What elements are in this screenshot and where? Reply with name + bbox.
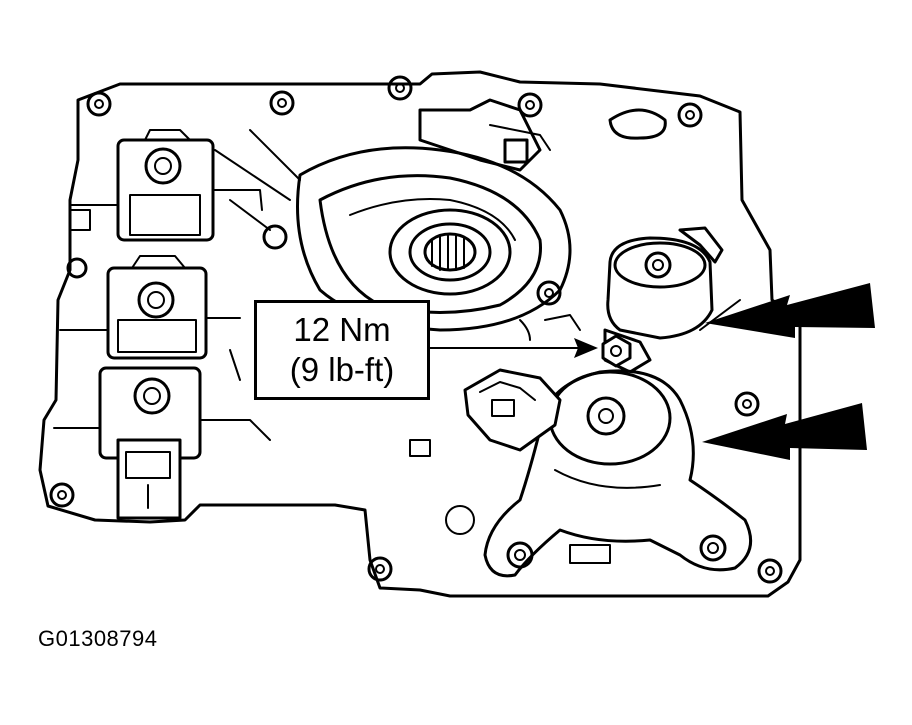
electrical-connector [463, 368, 562, 452]
plate-details [229, 299, 741, 535]
shift-solenoid-top [116, 129, 215, 242]
mounting-holes [49, 75, 783, 584]
shift-solenoid-bottom [98, 366, 202, 520]
solenoid-brackets [53, 129, 301, 441]
indicator-arrow-lower [702, 403, 867, 460]
pump-housing [296, 98, 572, 332]
shift-solenoid-middle [106, 255, 208, 360]
torque-metric-label: 12 Nm [293, 311, 391, 348]
torque-imperial-label: (9 lb-ft) [289, 351, 395, 388]
figure-id-label: G01308794 [38, 626, 158, 651]
oval-slot [608, 108, 667, 140]
torque-callout-box: 12 Nm (9 lb-ft) [254, 300, 430, 400]
mounting-bolt [601, 334, 632, 368]
indicator-arrow-upper [705, 283, 875, 338]
callout-leader [430, 338, 598, 358]
